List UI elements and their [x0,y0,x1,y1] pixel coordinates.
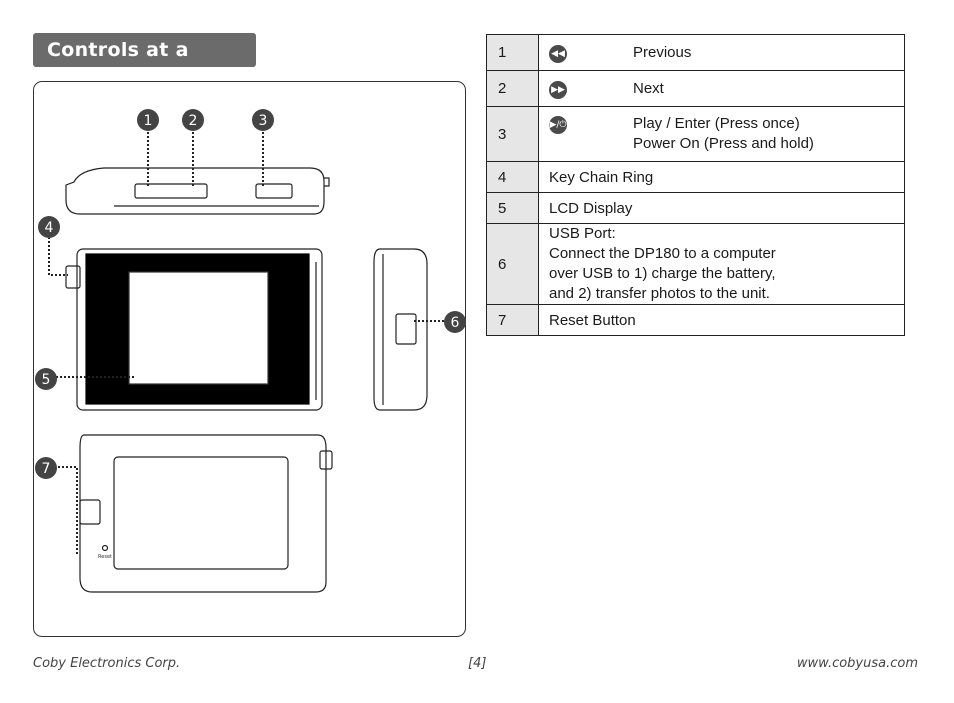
footer-website: www.cobyusa.com [796,656,918,671]
table-row: 5 LCD Display [486,192,905,224]
prev-next-key [134,183,208,199]
table-row: 3 ▶/⏻ Play / Enter (Press once) Power On (… [486,106,905,162]
callout-5 [35,368,57,390]
callout-1-label: 1 [144,113,153,129]
usb-port-label: USB Port: [549,225,616,242]
device-diagram: 1 2 3 4 5 6 7 Reset [33,81,466,637]
row-text-line1: Play / Enter (Press once) [633,115,800,132]
row-number: 6 [486,223,539,305]
row-text: LCD Display [538,192,905,224]
row-number: 2 [486,70,539,107]
callout-5-label: 5 [42,372,51,388]
table-row: 4 Key Chain Ring [486,161,905,193]
controls-table: 1 ◀◀ Previous 2 ▶▶ Next 3 ▶/⏻ Play / Enter … [486,34,905,336]
next-icon: ▶▶ [549,80,567,99]
callout-2 [182,109,204,131]
callout-4 [38,216,60,238]
callout-1 [137,109,159,131]
row-text: Key Chain Ring [538,161,905,193]
previous-icon: ◀◀ [549,44,567,63]
footer-company: Coby Electronics Corp. [33,656,181,671]
row-text: Reset Button [538,304,905,336]
callout-7-label: 7 [42,461,51,477]
row-number: 5 [486,192,539,224]
usb-text-line1: Connect the DP180 to a computer [549,245,776,262]
table-row: 2 ▶▶ Next [486,70,905,107]
callout-2-label: 2 [189,113,198,129]
device-top-view [65,167,325,215]
section-title: Controls at a Glance [33,33,256,95]
row-number: 3 [486,106,539,162]
row-text-line2: Power On (Press and hold) [633,135,814,152]
callout-6 [444,311,466,333]
row-number: 4 [486,161,539,193]
row-number: 7 [486,304,539,336]
callout-7 [35,457,57,479]
footer-page-number: [4] [468,656,487,671]
callout-4-label: 4 [45,220,54,236]
device-back-view [79,434,327,593]
row-text: Next [633,79,664,97]
callout-3-label: 3 [259,113,268,129]
row-number: 1 [486,34,539,71]
usb-text-line3: and 2) transfer photos to the unit. [549,285,770,302]
play-key [255,183,293,199]
device-front-view [76,248,323,411]
callout-3 [252,109,274,131]
table-row: 7 Reset Button [486,304,905,336]
reset-label: Reset [98,554,112,560]
table-row: 6 USB Port: Connect the DP180 to a comput… [486,223,905,305]
reset-button [101,544,109,552]
play-power-icon: ▶/⏻ [549,116,567,134]
usb-port [395,313,417,345]
table-row: 1 ◀◀ Previous [486,34,905,71]
row-text: Previous [633,43,692,61]
callout-6-label: 6 [451,315,460,331]
usb-text-line2: over USB to 1) charge the battery, [549,265,776,282]
key-chain-ring [65,265,81,289]
device-side-view [373,248,428,411]
